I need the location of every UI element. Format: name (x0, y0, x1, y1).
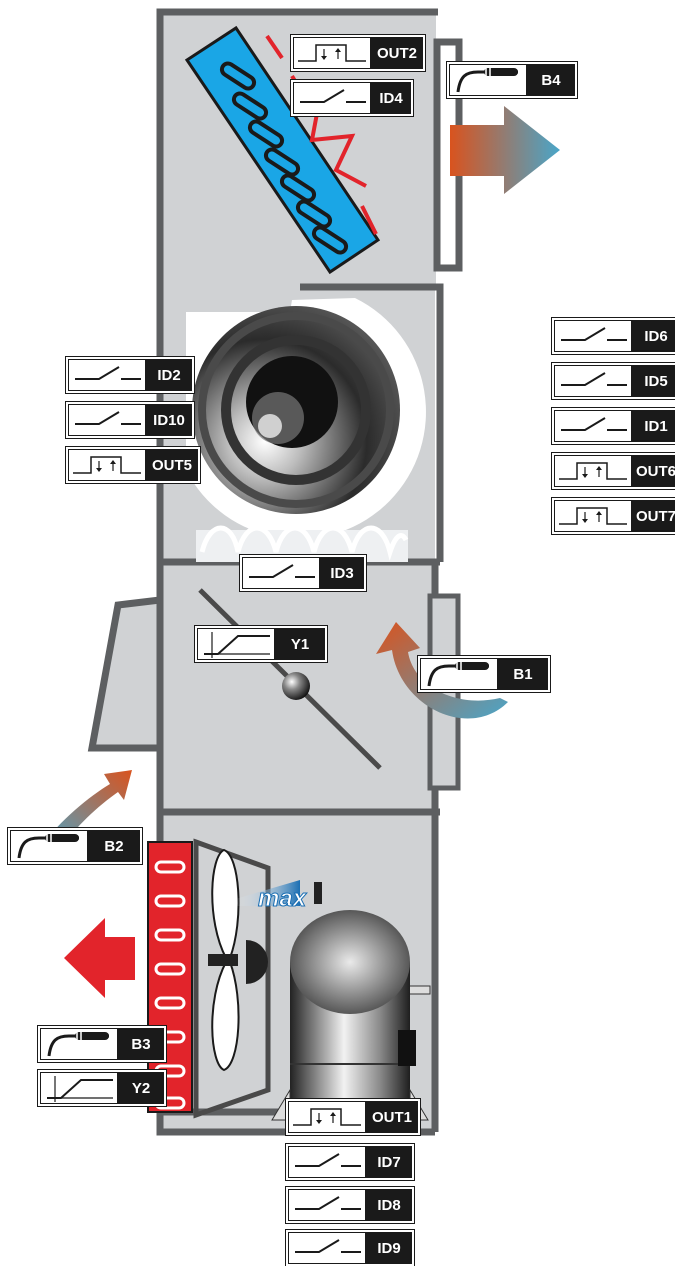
tag-y2: Y2 (38, 1070, 166, 1106)
digital-input-switch-icon (554, 320, 632, 352)
tag-out1-label: OUT1 (366, 1101, 418, 1133)
tag-id2: ID2 (66, 357, 194, 393)
relay-output-icon (554, 455, 632, 487)
tag-out2: OUT2 (291, 35, 425, 71)
tag-id8: ID8 (286, 1187, 414, 1223)
tag-out5: OUT5 (66, 447, 200, 483)
analog-ramp-icon (197, 628, 275, 660)
tag-out7: OUT7 (552, 498, 675, 534)
tag-id3: ID3 (240, 555, 366, 591)
tag-b3: B3 (38, 1026, 166, 1062)
tag-b3-label: B3 (118, 1028, 164, 1060)
tag-b1-label: B1 (498, 658, 548, 690)
analog-ramp-icon (40, 1072, 118, 1104)
tag-id7: ID7 (286, 1144, 414, 1180)
tag-id1-label: ID1 (632, 410, 675, 442)
tag-id8-label: ID8 (366, 1189, 412, 1221)
tag-id9: ID9 (286, 1230, 414, 1266)
tag-id1: ID1 (552, 408, 675, 444)
condenser-air-arrow (64, 918, 135, 998)
digital-input-switch-icon (554, 365, 632, 397)
tag-b4-label: B4 (527, 64, 575, 96)
tag-out5-label: OUT5 (146, 449, 198, 481)
digital-input-switch-icon (68, 359, 146, 391)
exhaust-air-arrow (450, 106, 560, 194)
tag-id6-label: ID6 (632, 320, 675, 352)
tag-out6-label: OUT6 (632, 455, 675, 487)
relay-output-icon (288, 1101, 366, 1133)
digital-input-switch-icon (288, 1232, 366, 1264)
tag-b4: B4 (447, 62, 577, 98)
tag-id7-label: ID7 (366, 1146, 412, 1178)
tag-out1: OUT1 (286, 1099, 420, 1135)
digital-input-switch-icon (554, 410, 632, 442)
temperature-probe-icon (10, 830, 88, 862)
tag-id4-label: ID4 (371, 82, 411, 114)
tag-id5-label: ID5 (632, 365, 675, 397)
fan-speed-max-label: max (258, 885, 308, 912)
tag-out6: OUT6 (552, 453, 675, 489)
temperature-probe-icon (420, 658, 498, 690)
tag-b1: B1 (418, 656, 550, 692)
tag-id9-label: ID9 (366, 1232, 412, 1264)
temperature-probe-icon (449, 64, 527, 96)
temperature-probe-icon (40, 1028, 118, 1060)
tag-id6: ID6 (552, 318, 675, 354)
digital-input-switch-icon (288, 1189, 366, 1221)
digital-input-switch-icon (68, 404, 146, 436)
tag-id5: ID5 (552, 363, 675, 399)
tag-id2-label: ID2 (146, 359, 192, 391)
relay-output-icon (68, 449, 146, 481)
tag-out7-label: OUT7 (632, 500, 675, 532)
tag-b2-label: B2 (88, 830, 140, 862)
tag-out2-label: OUT2 (371, 37, 423, 69)
tag-y1: Y1 (195, 626, 327, 662)
tag-id3-label: ID3 (320, 557, 364, 589)
tag-b2: B2 (8, 828, 142, 864)
digital-input-switch-icon (242, 557, 320, 589)
digital-input-switch-icon (288, 1146, 366, 1178)
tag-id4: ID4 (291, 80, 413, 116)
tag-id10: ID10 (66, 402, 194, 438)
tag-y1-label: Y1 (275, 628, 325, 660)
tag-y2-label: Y2 (118, 1072, 164, 1104)
digital-input-switch-icon (293, 82, 371, 114)
relay-output-icon (293, 37, 371, 69)
tag-id10-label: ID10 (146, 404, 192, 436)
relay-output-icon (554, 500, 632, 532)
